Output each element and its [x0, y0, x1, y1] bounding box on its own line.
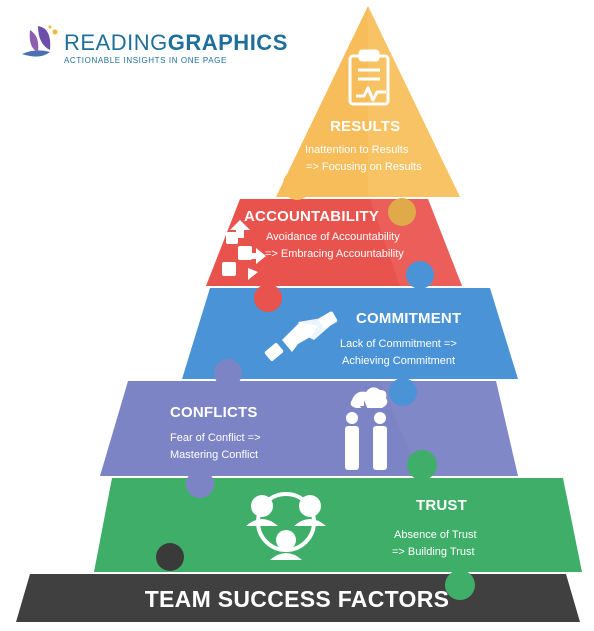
- conflicts-title: CONFLICTS: [170, 404, 258, 421]
- conflicts-line1: Fear of Conflict =>: [170, 432, 261, 444]
- conflicts-layer: [100, 357, 518, 498]
- accountability-line1: Avoidance of Accountability: [266, 231, 400, 243]
- results-title: RESULTS: [330, 118, 401, 135]
- commitment-title: COMMITMENT: [356, 310, 462, 327]
- conflicts-line2: Mastering Conflict: [170, 449, 259, 461]
- brand: READINGGRAPHICS ACTIONABLE INSIGHTS IN O…: [64, 30, 288, 65]
- brand-tagline: ACTIONABLE INSIGHTS IN ONE PAGE: [64, 56, 227, 65]
- results-line1: Inattention to Results: [305, 144, 409, 156]
- brand-logo-icon: [22, 25, 58, 57]
- commitment-line1: Lack of Commitment =>: [340, 338, 457, 350]
- trust-title: TRUST: [416, 497, 467, 514]
- results-line2: => Focusing on Results: [306, 161, 422, 173]
- brand-name-part1: READING: [64, 30, 168, 55]
- workflow-arrows-icon: [222, 220, 266, 280]
- arguing-people-icon: [345, 387, 388, 470]
- trust-line1: Absence of Trust: [394, 529, 477, 541]
- results-layer: [276, 6, 460, 226]
- team-circle-icon: [246, 492, 326, 560]
- commitment-line2: Achieving Commitment: [342, 355, 456, 367]
- clipboard-chart-icon: [348, 49, 390, 106]
- trust-line2: => Building Trust: [392, 546, 475, 558]
- brand-name: READINGGRAPHICS: [64, 30, 288, 56]
- handshake-icon: [264, 311, 338, 361]
- brand-name-part2: GRAPHICS: [167, 30, 288, 55]
- accountability-line2: => Embracing Accountability: [265, 248, 404, 260]
- base-label: TEAM SUCCESS FACTORS: [144, 586, 450, 612]
- accountability-title: ACCOUNTABILITY: [244, 208, 380, 225]
